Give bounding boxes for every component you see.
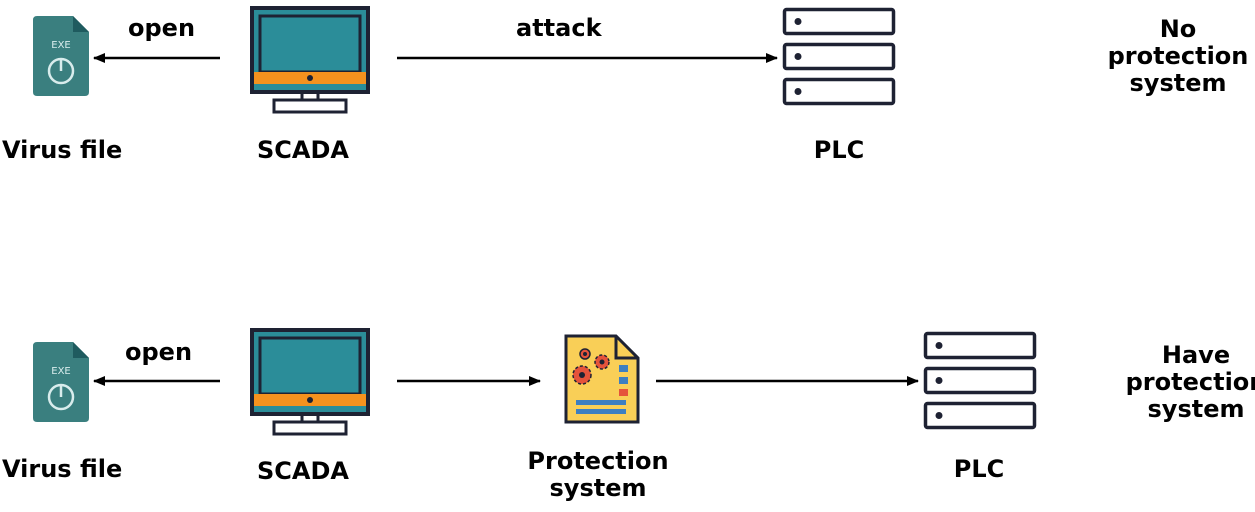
attack-label: attack xyxy=(516,14,602,42)
open-label: open xyxy=(128,14,196,42)
status-label-have-protection: Have protection system xyxy=(1125,341,1255,423)
exe-text: EXE xyxy=(51,40,71,51)
status-label-no-protection: No protection system xyxy=(1107,15,1249,97)
scada-monitor-icon xyxy=(250,328,370,436)
protection-system-icon xyxy=(564,334,640,424)
scada-label: SCADA xyxy=(257,136,349,164)
scada-label: SCADA xyxy=(257,457,349,485)
gear-icon xyxy=(594,354,610,370)
plc-label: PLC xyxy=(953,455,1005,483)
gear-icon xyxy=(579,348,591,360)
gear-icon xyxy=(572,365,592,385)
virus-file-label: Virus file xyxy=(2,455,123,483)
exe-file-icon: EXE xyxy=(33,16,89,96)
plc-server-icon xyxy=(923,331,1037,430)
scada-monitor-icon xyxy=(250,6,370,114)
plc-server-icon xyxy=(782,7,896,106)
plc-label: PLC xyxy=(813,136,865,164)
open-label: open xyxy=(125,338,193,366)
exe-text: EXE xyxy=(51,366,71,377)
virus-file-label: Virus file xyxy=(2,136,123,164)
protection-system-label: Protection system xyxy=(527,447,669,502)
exe-file-icon: EXE xyxy=(33,342,89,422)
